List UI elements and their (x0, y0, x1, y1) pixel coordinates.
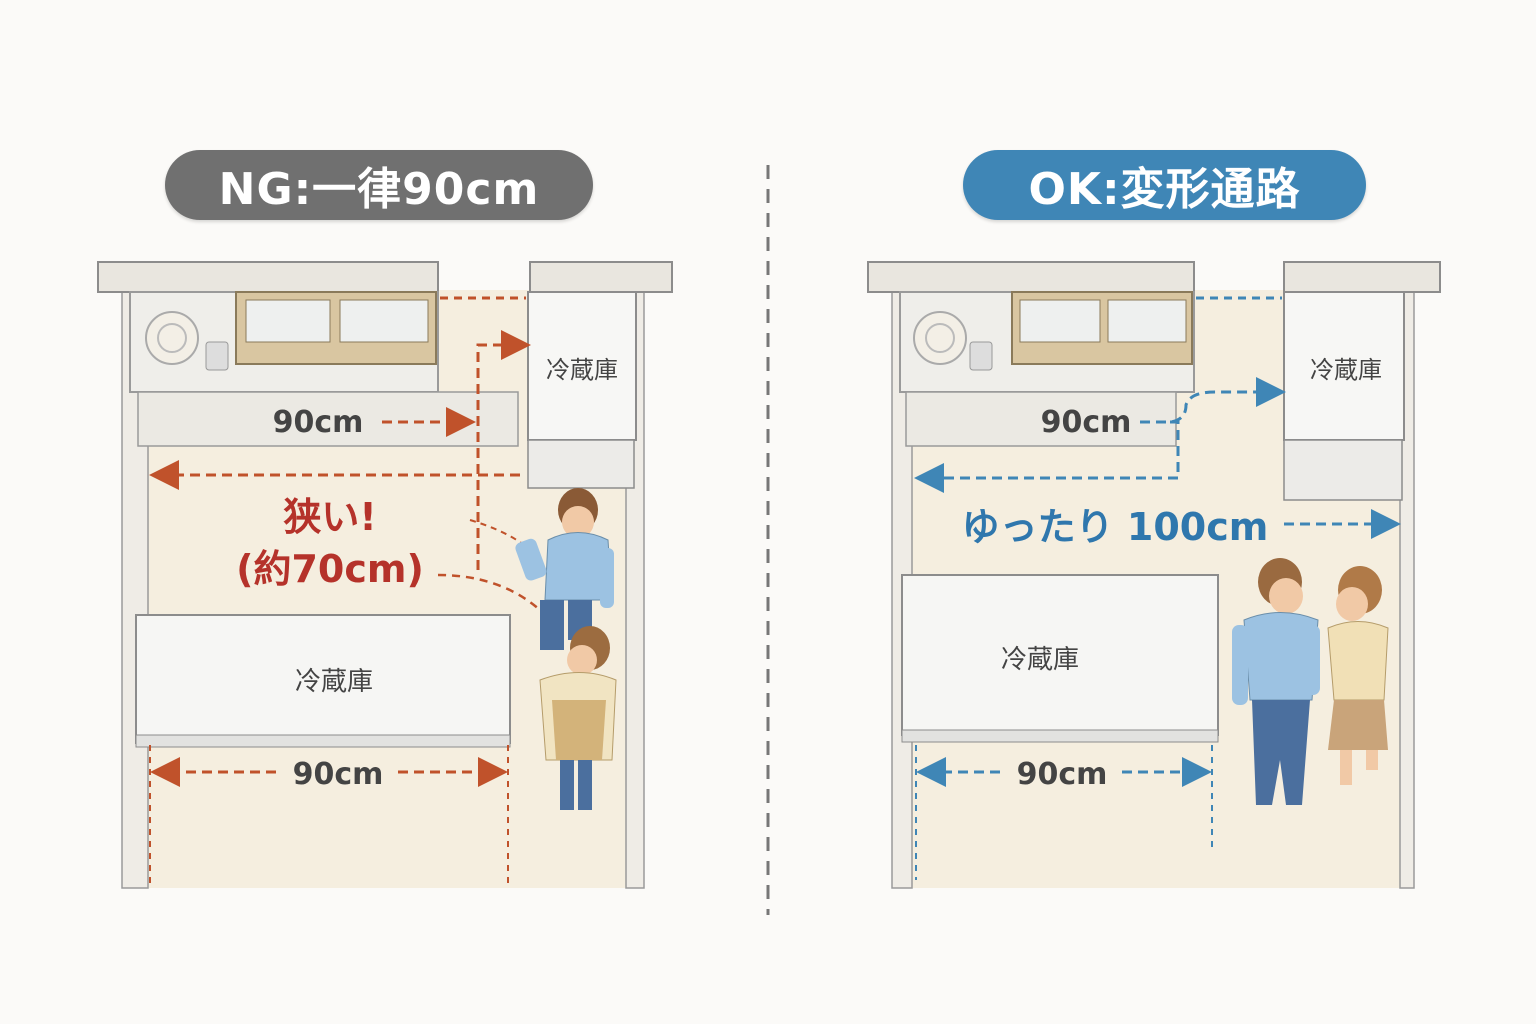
ok-counter-front (905, 391, 1177, 447)
ng-fridge-top-label: 冷蔵庫 (546, 356, 618, 384)
ng-width-top-label: 90cm (273, 405, 364, 440)
ok-stove-icon (913, 311, 967, 365)
ng-path-arrow (476, 330, 531, 570)
ok-man-figure (1232, 558, 1320, 805)
ok-fridge-top-label: 冷蔵庫 (1310, 356, 1382, 384)
ng-warning-line2: (約70cm) (236, 547, 424, 591)
ng-fridge-top (527, 291, 637, 441)
ng-warning-line1: 狭い! (283, 495, 376, 539)
ng-top-wall (97, 261, 439, 293)
ok-width-top-label: 90cm (1041, 405, 1132, 440)
ok-fridge-bottom-label: 冷蔵庫 (1001, 645, 1079, 675)
ng-woman-figure (539, 626, 617, 810)
ng-fridge-bottom-label: 冷蔵庫 (295, 667, 373, 697)
ng-top-wall-right (529, 261, 673, 293)
ok-panel: 冷蔵庫 90cm ゆったり 100cm 冷蔵庫 90cm (867, 261, 1441, 889)
ng-panel: 冷蔵庫 90cm 狭い! (約70cm) 冷蔵庫 90cm (97, 261, 673, 889)
ng-width-bottom-label: 90cm (293, 757, 384, 792)
ok-title-text: OK:変形通路 (1028, 164, 1301, 215)
ng-title-badge: NG:一律90cm (165, 150, 593, 220)
ng-man-figure (515, 488, 614, 650)
ok-top-wall (867, 261, 1195, 293)
ok-fridge-top (1283, 291, 1405, 441)
ok-fridge-bottom (901, 574, 1219, 736)
ng-stove-icon (145, 311, 199, 365)
ng-fridge-bottom (135, 614, 511, 744)
ok-title-badge: OK:変形通路 (963, 150, 1366, 220)
ng-title-text: NG:一律90cm (218, 164, 540, 215)
ok-woman-figure (1327, 566, 1389, 785)
ok-width-bottom-label: 90cm (1017, 757, 1108, 792)
ok-wide-label: ゆったり 100cm (962, 505, 1269, 549)
ok-top-wall-right (1283, 261, 1441, 293)
ok-aisle-arrow (914, 420, 1180, 493)
